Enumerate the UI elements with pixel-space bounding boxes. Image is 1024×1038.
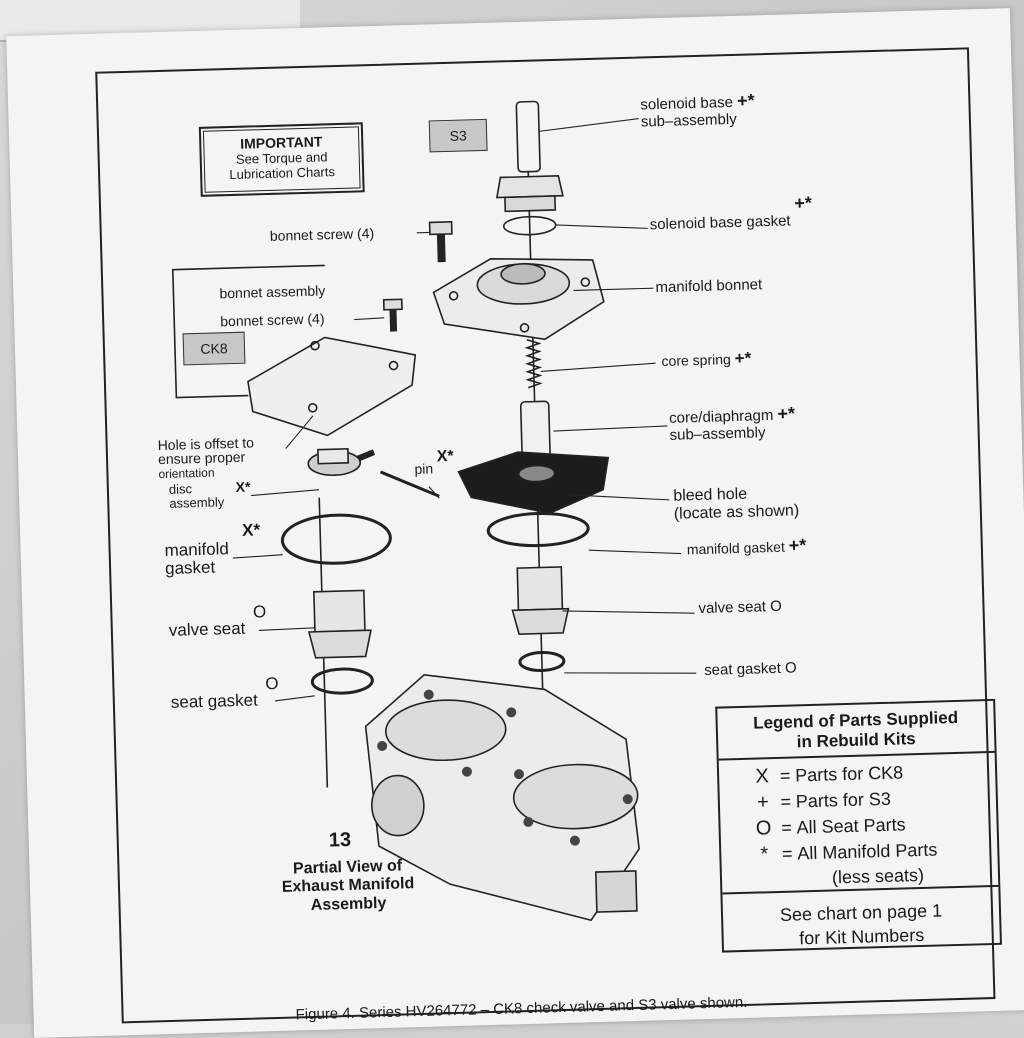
label-bonnet-screw-left: bonnet screw (4)	[220, 311, 325, 329]
label-manifold-gasket-left: X* manifold gasket	[164, 521, 261, 577]
label-disc-assembly: disc X* assembly	[169, 480, 251, 511]
label-seat-gasket-right: seat gasket O	[704, 660, 797, 679]
figure-number: 13	[328, 829, 351, 853]
ck8-tag: CK8	[183, 332, 246, 366]
legend-footer: See chart on page 1 for Kit Numbers	[722, 887, 1000, 953]
label-core-diaphragm: core/diaphragm +* sub–assembly	[669, 404, 796, 444]
label-valve-seat-right: valve seat O	[698, 599, 782, 618]
important-line-2: Lubrication Charts	[202, 163, 362, 182]
label-pin: pin X*	[414, 448, 454, 467]
figure-subcaption: Partial View of Exhaust Manifold Assembl…	[247, 856, 448, 917]
label-bonnet-screw-top: bonnet screw (4)	[270, 226, 375, 244]
label-seat-gasket-left: seat gasketO	[171, 691, 280, 713]
label-valve-seat-left: valve seatO	[169, 619, 267, 640]
label-solenoid-base: solenoid base +* sub–assembly	[640, 91, 755, 130]
label-bonnet-assembly: bonnet assembly	[219, 283, 325, 301]
important-box: IMPORTANT See Torque and Lubrication Cha…	[199, 122, 365, 197]
manual-page: IMPORTANT See Torque and Lubrication Cha…	[6, 8, 1024, 1038]
s3-tag: S3	[429, 119, 488, 153]
label-manifold-gasket-right: manifold gasket +*	[687, 536, 807, 559]
legend-title: Legend of Parts Supplied in Rebuild Kits	[717, 701, 994, 761]
legend-rows: X=Parts for CK8 +=Parts for S3 O=All Sea…	[719, 753, 999, 895]
label-manifold-bonnet: manifold bonnet	[655, 277, 762, 296]
label-core-spring: core spring +*	[661, 350, 751, 371]
label-bleed-hole: bleed hole(locate as shown)	[673, 484, 799, 523]
parts-legend: Legend of Parts Supplied in Rebuild Kits…	[715, 699, 1002, 953]
